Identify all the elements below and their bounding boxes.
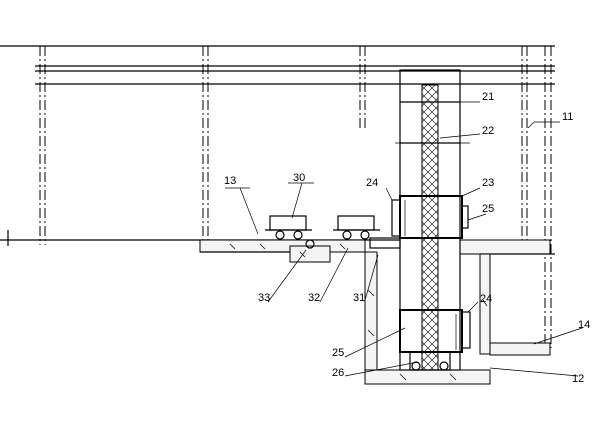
leader-lines [225, 101, 583, 377]
building-frame [0, 45, 555, 348]
cart-right [333, 215, 380, 240]
cart-left [265, 215, 312, 240]
label-11: 11 [562, 111, 573, 123]
label-14: 14 [578, 319, 590, 331]
mast-base [409, 351, 451, 371]
label-12: 12 [572, 373, 584, 385]
label-31: 31 [353, 292, 365, 304]
rail-mechanism [305, 237, 401, 249]
part-labels: 11 12 13 14 21 22 23 24 25 24 25 26 30 3… [224, 91, 590, 385]
label-33: 33 [258, 292, 270, 304]
label-23: 23 [482, 177, 494, 189]
label-21: 21 [482, 91, 494, 103]
label-25-lower: 25 [332, 347, 344, 359]
lift-mast [395, 69, 470, 371]
floor-slab [0, 239, 555, 263]
label-24-upper: 24 [366, 177, 378, 189]
label-22: 22 [482, 125, 494, 137]
label-30: 30 [293, 172, 305, 184]
pit [364, 251, 551, 385]
upper-cage [391, 195, 469, 239]
label-25-upper: 25 [482, 203, 494, 215]
label-32: 32 [308, 292, 320, 304]
label-13: 13 [224, 175, 236, 187]
label-24-lower: 24 [480, 293, 492, 305]
label-26: 26 [332, 367, 344, 379]
